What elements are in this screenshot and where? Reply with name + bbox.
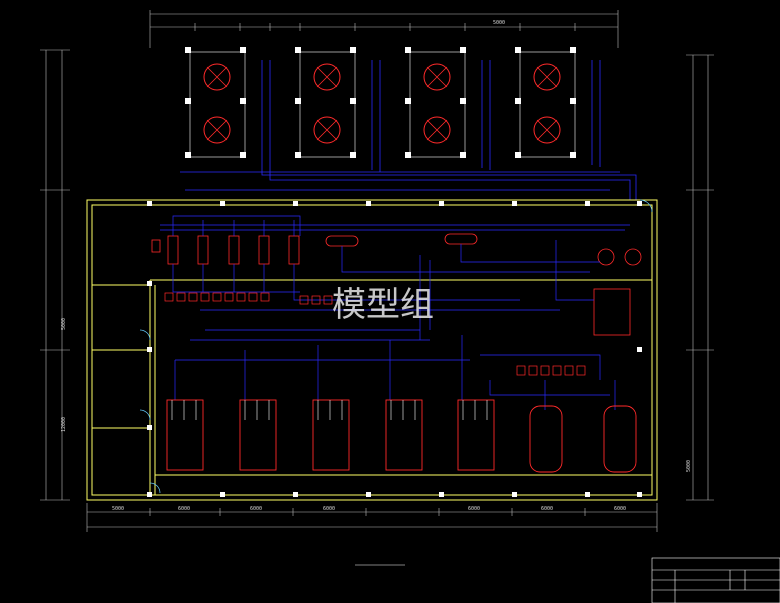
chiller-connections [171, 400, 488, 420]
bottom-dim-1: 5000 [112, 506, 124, 512]
room-pipes [160, 215, 630, 410]
valve-row-right [516, 365, 586, 376]
cooling-tower-group-2 [295, 47, 356, 158]
bottom-dim-2: 6000 [178, 506, 190, 512]
top-dimension-chain [149, 10, 619, 48]
left-dim-2: 12000 [61, 417, 67, 432]
cooling-tower-group-3 [405, 47, 466, 158]
bottom-dim-7: 6000 [614, 506, 626, 512]
valve-row-upper [164, 292, 333, 305]
cooling-tower-group-4 [515, 47, 576, 158]
bottom-dim-4: 6000 [323, 506, 335, 512]
bottom-dimension-chain [86, 503, 658, 532]
bottom-dim-6: 6000 [541, 506, 553, 512]
left-dimension-chain [40, 49, 70, 501]
chillers [166, 399, 637, 473]
cooling-towers [185, 47, 576, 158]
right-dimension-chain [686, 54, 714, 501]
building-walls [86, 199, 658, 501]
bottom-dim-5: 6000 [468, 506, 480, 512]
right-dim-1: 5000 [686, 460, 692, 472]
title-block [651, 557, 780, 603]
top-dim-overall: 5000 [493, 20, 505, 26]
watermark: 模型组 [332, 285, 434, 325]
cooling-tower-group-1 [185, 47, 246, 158]
bottom-dim-3: 6000 [250, 506, 262, 512]
supply-pipes [180, 60, 637, 200]
column-markers [147, 201, 642, 497]
doors [139, 199, 653, 494]
left-dim-1: 5000 [61, 318, 67, 330]
